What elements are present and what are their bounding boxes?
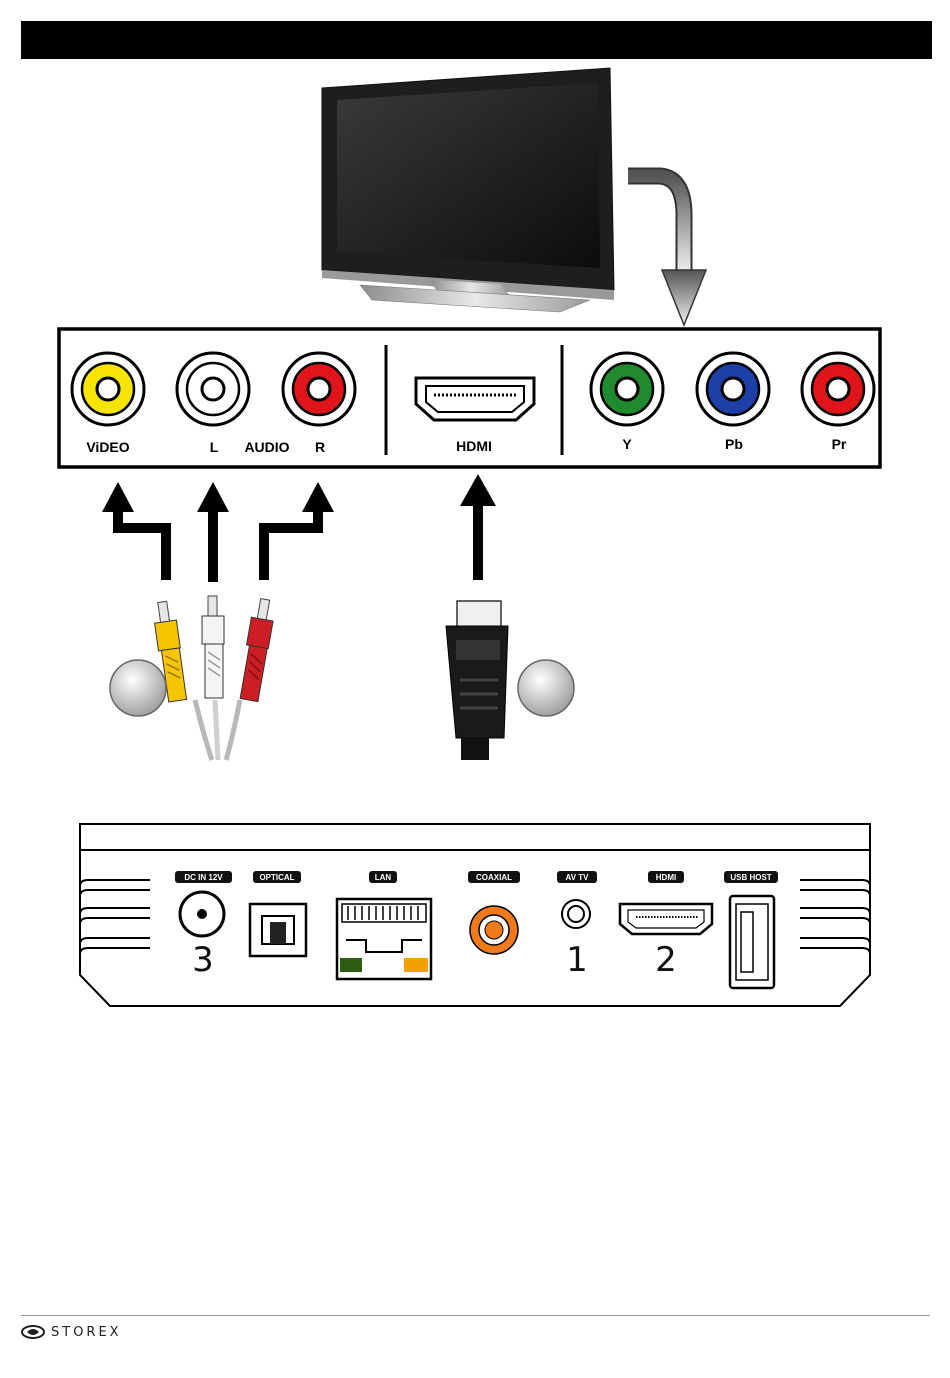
dc-in-label: DC IN 12V — [184, 873, 223, 882]
brand-name: STOREX — [51, 1325, 122, 1340]
audio-label: AUDIO — [244, 439, 289, 455]
av-tv-port — [562, 900, 590, 928]
pr-jack — [802, 353, 874, 425]
coaxial-label: COAXIAL — [476, 873, 512, 882]
storex-logo-icon — [21, 1324, 47, 1340]
hdmi-label: HDMI — [456, 438, 492, 454]
hdmi-cable — [446, 601, 508, 760]
coaxial-port — [470, 906, 518, 954]
footer-divider — [21, 1315, 930, 1316]
cable-bullet-2 — [518, 660, 574, 716]
pr-label: Pr — [832, 436, 847, 452]
media-player-back: DC IN 12V OPTICAL LAN COAXIAL AV TV HDMI… — [80, 824, 870, 1006]
optical-label: OPTICAL — [259, 873, 294, 882]
audio-left-label: L — [210, 439, 219, 455]
dc-in-number: 3 — [192, 940, 214, 980]
right-audio-arrow — [264, 508, 318, 580]
av-tv-number: 1 — [566, 940, 588, 980]
cable-bullet-1 — [110, 660, 166, 716]
device-hdmi-label: HDMI — [656, 873, 676, 882]
tv-input-panel: ViDEO L AUDIO R HDMI Y Pb Pr — [59, 329, 880, 467]
usb-host-port — [730, 896, 774, 988]
optical-port — [250, 904, 306, 956]
storex-logo: STOREX — [21, 1321, 122, 1343]
dc-in-port — [180, 892, 224, 936]
audio-right-jack — [283, 353, 355, 425]
lan-port — [337, 899, 431, 979]
video-jack — [72, 353, 144, 425]
tv-down-arrow — [628, 176, 706, 325]
pb-jack — [697, 353, 769, 425]
y-jack — [591, 353, 663, 425]
television — [322, 68, 614, 312]
cable-arrows — [118, 502, 478, 582]
lan-label: LAN — [375, 873, 392, 882]
rca-cable — [152, 596, 277, 760]
hdmi-number: 2 — [655, 940, 677, 980]
audio-right-label: R — [315, 439, 325, 455]
usb-host-label: USB HOST — [730, 873, 771, 882]
av-tv-label: AV TV — [566, 873, 590, 882]
device-hdmi-port — [620, 904, 712, 934]
pb-label: Pb — [725, 436, 743, 452]
video-label: ViDEO — [86, 439, 129, 455]
y-label: Y — [622, 436, 632, 452]
audio-left-jack — [177, 353, 249, 425]
video-arrow — [118, 508, 166, 580]
tv-hdmi-port — [416, 378, 534, 420]
